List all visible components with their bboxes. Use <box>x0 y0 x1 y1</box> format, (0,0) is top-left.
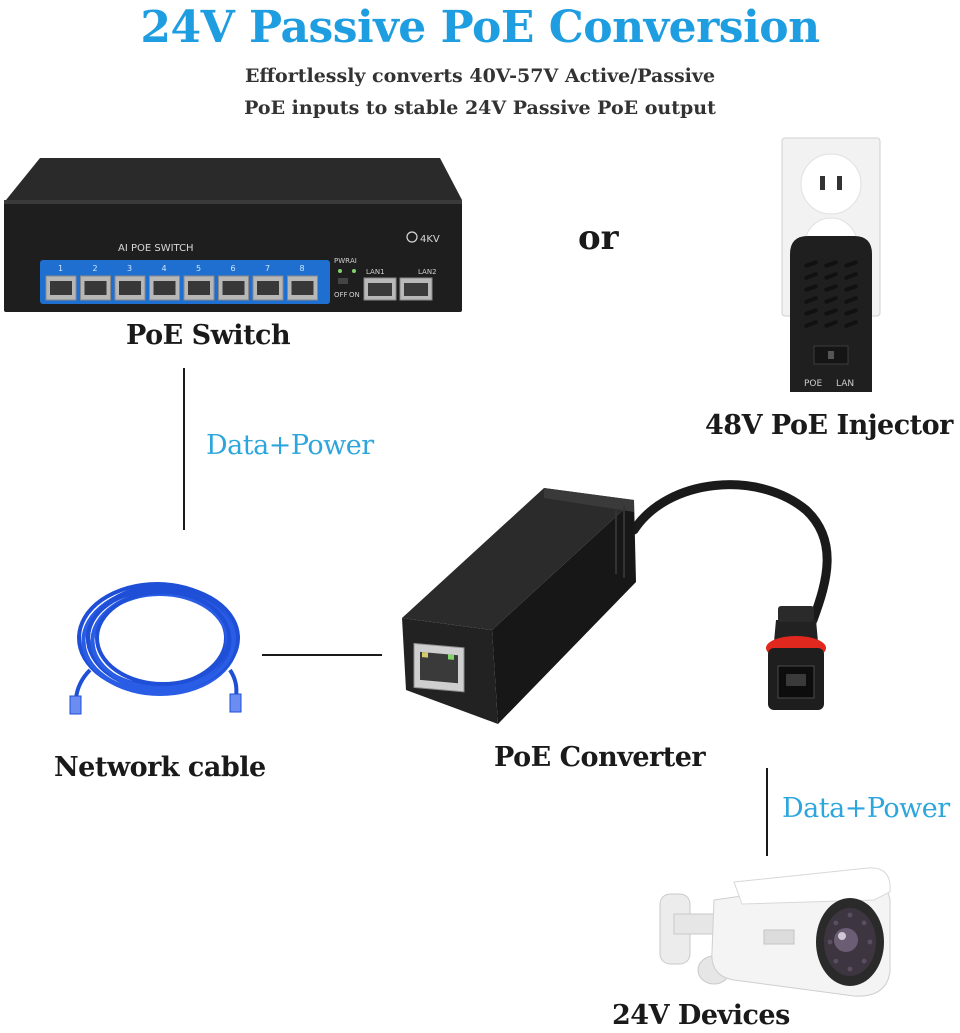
lan2-label: LAN2 <box>418 268 437 276</box>
network-cable-image <box>69 582 242 715</box>
link-line-cable-converter <box>262 654 382 656</box>
camera-image <box>659 867 891 997</box>
cable-coil <box>77 582 240 696</box>
subtitle-line-1: Effortlessly converts 40V-57V Active/Pas… <box>244 65 716 87</box>
link-line-switch-cable <box>183 368 185 530</box>
poe-injector-label: 48V PoE Injector <box>705 410 953 441</box>
injector-port-lan: LAN <box>836 379 854 389</box>
switch-port-number: 7 <box>265 264 270 273</box>
poe-injector-image: POE LAN <box>781 137 881 392</box>
switch-port-number: 5 <box>196 264 201 273</box>
rj45-plug-right <box>229 693 242 713</box>
rj45-plug-left <box>69 695 82 715</box>
converter-side <box>492 500 636 724</box>
converter-top <box>402 488 634 630</box>
toggle-switch <box>338 278 348 284</box>
poe-switch-label: PoE Switch <box>126 320 291 351</box>
page-subtitle: Effortlessly converts 40V-57V Active/Pas… <box>0 60 960 124</box>
surge-icon <box>406 231 418 243</box>
switch-port-number: 4 <box>162 264 167 273</box>
switch-port-number: 3 <box>127 264 132 273</box>
network-cable-label: Network cable <box>54 752 266 783</box>
subtitle-line-2: PoE inputs to stable 24V Passive PoE out… <box>244 97 716 119</box>
devices-label: 24V Devices <box>612 1000 790 1031</box>
camera-lens <box>834 928 858 952</box>
waterproof-connector <box>766 606 826 710</box>
indicator-label-on: ON <box>349 291 360 299</box>
indicator-label-pwr: PWR <box>334 257 350 265</box>
poe-switch-image: AI POE SWITCH 4KV 1 2 3 4 5 6 7 8 PWR AI OFF ON… <box>4 158 462 312</box>
switch-ports: 1 2 3 4 5 6 7 8 <box>45 264 318 301</box>
link-line-converter-devices <box>766 768 768 856</box>
switch-top-face <box>6 158 462 200</box>
link-label-switch-cable: Data+Power <box>206 430 374 461</box>
lan1-label: LAN1 <box>366 268 385 276</box>
switch-port-number: 2 <box>93 264 98 273</box>
injector-port-poe: POE <box>804 379 823 389</box>
ir-leds <box>827 912 873 972</box>
switch-surge-text: 4KV <box>420 234 440 245</box>
switch-port-number: 8 <box>300 264 305 273</box>
indicator-label-off: OFF <box>334 291 348 299</box>
injector-vents <box>804 260 858 328</box>
page-title: 24V Passive PoE Conversion <box>140 2 820 53</box>
switch-port-number: 1 <box>58 264 63 273</box>
or-text: or <box>578 218 619 258</box>
switch-front-text: AI POE SWITCH <box>118 243 194 254</box>
link-label-converter-devices: Data+Power <box>782 793 950 824</box>
poe-converter-image <box>402 480 832 724</box>
poe-converter-label: PoE Converter <box>494 742 706 773</box>
switch-port-number: 6 <box>231 264 236 273</box>
indicator-label-ai: AI <box>350 257 357 265</box>
